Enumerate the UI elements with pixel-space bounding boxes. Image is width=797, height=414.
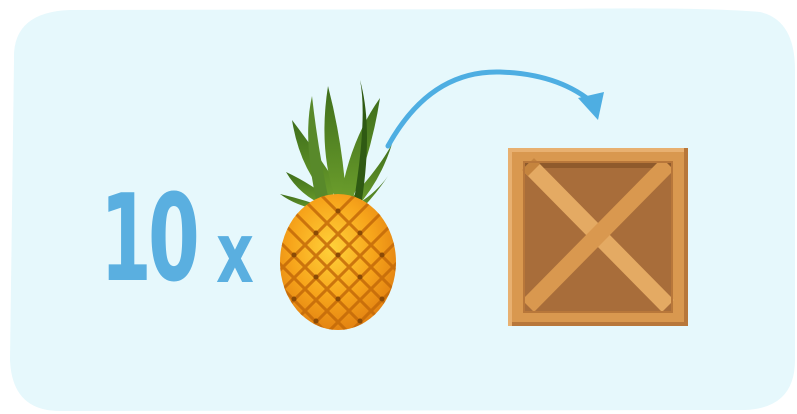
wooden-crate-icon [508, 148, 688, 326]
curved-arrow-icon [388, 72, 604, 146]
